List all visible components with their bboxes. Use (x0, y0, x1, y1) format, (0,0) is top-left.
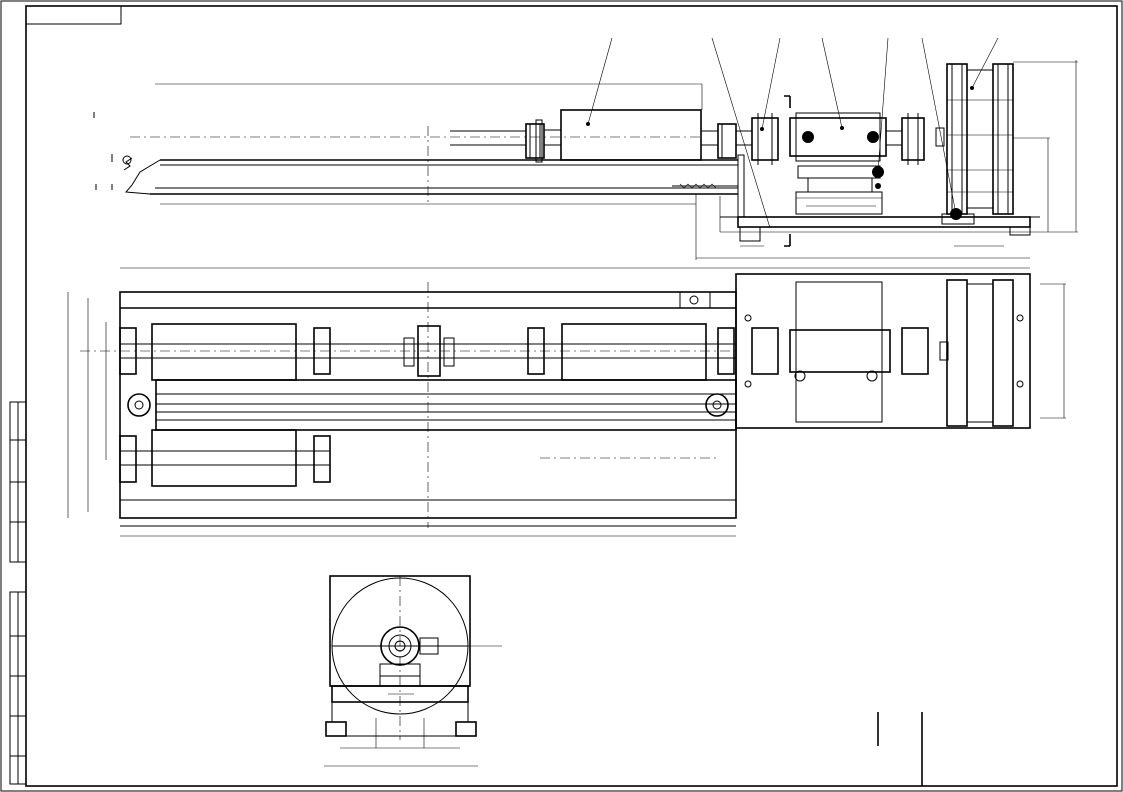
plan-view (67, 267, 1066, 537)
end-view (324, 575, 502, 767)
title-block (877, 712, 923, 786)
front-elevation (93, 37, 1078, 260)
